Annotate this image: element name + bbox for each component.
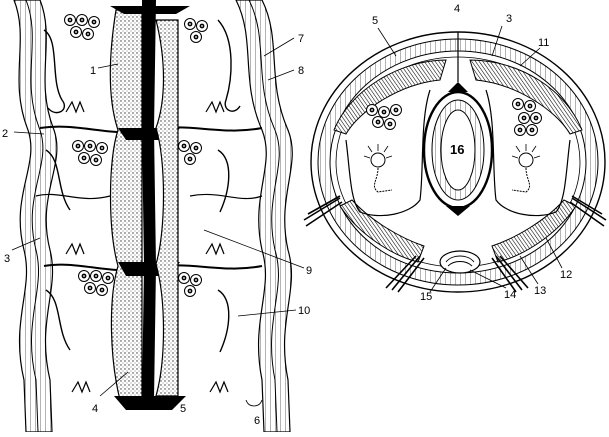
label-14: 14 [504, 289, 516, 301]
label-2: 2 [2, 128, 8, 140]
longitudinal-section [11, 0, 305, 433]
label-13: 13 [534, 285, 546, 297]
label-11: 11 [538, 37, 549, 49]
label-3-cross: 3 [506, 13, 512, 25]
labels-right: 3 4 5 11 12 13 14 15 16 [372, 3, 572, 303]
gut [109, 9, 143, 401]
label-4-cross: 4 [454, 3, 460, 15]
label-6: 6 [254, 415, 260, 427]
muscle-band [333, 59, 447, 135]
label-1: 1 [90, 65, 96, 77]
label-16: 16 [450, 142, 464, 157]
label-4: 4 [92, 403, 98, 415]
label-5-cross: 5 [372, 15, 378, 27]
label-15: 15 [420, 291, 432, 303]
label-5: 5 [180, 403, 186, 415]
label-7: 7 [298, 33, 304, 45]
label-12: 12 [560, 269, 572, 281]
label-8: 8 [298, 65, 304, 77]
labels-left: 1 2 3 4 5 6 7 8 9 10 [2, 33, 312, 427]
body-wall-right [235, 0, 293, 433]
cross-section [303, 25, 607, 293]
nerve-cord [142, 0, 156, 400]
body-wall-left [13, 0, 58, 433]
dorsal-vessel [155, 19, 179, 397]
label-9: 9 [306, 265, 312, 277]
label-10: 10 [298, 305, 310, 317]
gut-lumen [440, 109, 476, 191]
label-3: 3 [4, 253, 10, 265]
